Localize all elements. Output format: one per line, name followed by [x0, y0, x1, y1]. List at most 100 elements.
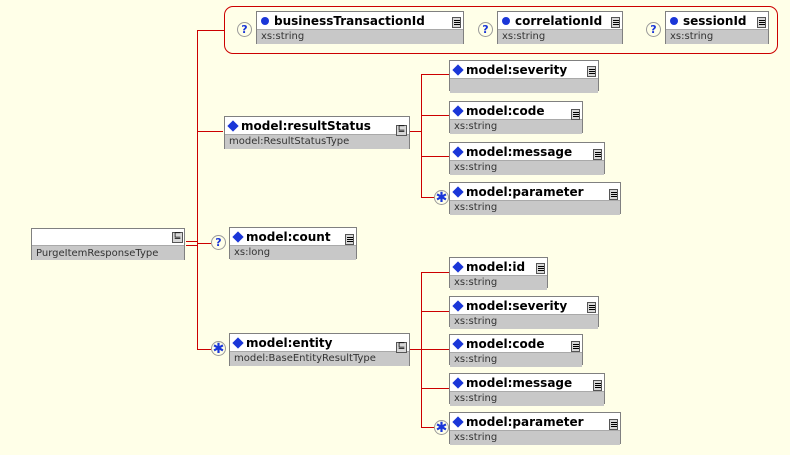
element-name: model:parameter	[466, 184, 584, 199]
attribute-group-box	[224, 6, 778, 54]
expand-icon[interactable]: ⊑	[172, 231, 183, 243]
attribute-name: correlationId	[515, 13, 603, 28]
doc-lines-icon[interactable]	[611, 17, 620, 28]
attribute-type: xs:string	[498, 29, 622, 44]
occurrence-repeat-marker: ✱	[434, 420, 449, 436]
element-diamond-icon	[452, 63, 464, 76]
element-diamond-icon	[452, 145, 464, 158]
element-diamond-icon	[227, 119, 239, 132]
connector-to-parameter-1	[421, 197, 435, 198]
element-diamond-icon	[232, 336, 244, 349]
connector-to-code-1	[421, 115, 449, 116]
element-diamond-icon	[452, 104, 464, 117]
doc-lines-icon[interactable]	[609, 189, 618, 200]
doc-lines-icon[interactable]	[757, 17, 766, 28]
element-type: model:ResultStatusType	[225, 134, 409, 149]
occurrence-optional-marker: ?	[646, 22, 661, 37]
element-node-count[interactable]: model:count xs:long	[229, 227, 357, 260]
connector-to-id-2	[421, 272, 449, 273]
attribute-node-correlation-id[interactable]: correlationId xs:string	[497, 11, 623, 44]
element-node-parameter-2[interactable]: model:parameter xs:string	[449, 412, 621, 445]
element-node-entity[interactable]: model:entity model:BaseEntityResultType …	[229, 333, 410, 366]
element-name: model:parameter	[466, 414, 584, 429]
element-type: xs:string	[450, 391, 604, 406]
element-diamond-icon	[452, 185, 464, 198]
occurrence-optional-marker: ?	[237, 22, 252, 37]
doc-lines-icon[interactable]	[609, 419, 618, 430]
element-node-parameter-1[interactable]: model:parameter xs:string	[449, 182, 621, 215]
attribute-node-business-transaction-id[interactable]: businessTransactionId xs:string	[256, 11, 464, 44]
doc-lines-icon[interactable]	[593, 380, 602, 391]
element-type: model:BaseEntityResultType	[230, 351, 409, 366]
connector-to-message-1	[421, 156, 449, 157]
element-name: model:message	[466, 144, 573, 159]
doc-lines-icon[interactable]	[593, 149, 602, 160]
element-node-message-1[interactable]: model:message xs:string	[449, 142, 605, 175]
attribute-circle-icon	[670, 16, 678, 25]
connector-to-entity	[197, 349, 211, 350]
element-name-row: model:id	[450, 258, 547, 275]
element-node-code-1[interactable]: model:code xs:string	[449, 101, 583, 134]
element-diamond-icon	[452, 260, 464, 273]
element-diamond-icon	[452, 415, 464, 428]
attribute-type: xs:string	[666, 29, 768, 44]
element-name: model:id	[466, 259, 526, 274]
connector-to-result-status	[197, 131, 223, 132]
connector-to-code-2	[421, 349, 449, 350]
attribute-type: xs:string	[257, 29, 463, 44]
attribute-name-row: correlationId	[498, 12, 622, 29]
connector-to-parameter-2	[421, 427, 435, 428]
element-diamond-icon	[452, 337, 464, 350]
element-name-row: model:parameter	[450, 183, 620, 200]
occurrence-repeat-marker: ✱	[434, 190, 449, 206]
element-type: xs:string	[450, 119, 582, 134]
element-name-row: model:count	[230, 228, 356, 245]
doc-lines-icon[interactable]	[571, 109, 580, 120]
element-name-row: model:parameter	[450, 413, 620, 430]
connector-entity-out	[409, 349, 422, 350]
doc-lines-icon[interactable]	[571, 341, 580, 352]
root-node-blank-row	[32, 229, 184, 245]
element-diamond-icon	[452, 376, 464, 389]
doc-lines-icon[interactable]	[587, 302, 596, 313]
element-name-row: model:code	[450, 102, 582, 119]
occurrence-optional-marker: ?	[211, 235, 226, 250]
element-name: model:entity	[246, 335, 333, 350]
expand-icon[interactable]: ⊑	[396, 341, 407, 353]
root-node-purge-item-response-type[interactable]: PurgeItemResponseType ⊑	[31, 228, 185, 260]
connector-result-status-out	[409, 131, 422, 132]
element-name: model:code	[466, 336, 545, 351]
element-node-id-2[interactable]: model:id xs:string	[449, 257, 548, 290]
element-name: model:severity	[466, 298, 568, 313]
element-type: xs:string	[450, 352, 582, 367]
element-node-result-status[interactable]: model:resultStatus model:ResultStatusTyp…	[224, 116, 410, 149]
occurrence-repeat-marker: ✱	[211, 341, 226, 357]
element-node-severity-2[interactable]: model:severity xs:string	[449, 296, 599, 329]
element-type: xs:string	[450, 160, 604, 175]
doc-lines-icon[interactable]	[345, 234, 354, 245]
doc-lines-icon[interactable]	[452, 17, 461, 28]
connector-result-status-vert	[421, 74, 422, 198]
element-type: xs:string	[450, 275, 547, 290]
element-name-row: model:code	[450, 335, 582, 352]
connector-trunk-upper	[197, 30, 198, 246]
element-node-code-2[interactable]: model:code xs:string	[449, 334, 583, 367]
root-node-type-label: PurgeItemResponseType	[32, 245, 184, 260]
element-name: model:count	[246, 229, 331, 244]
attribute-name: businessTransactionId	[274, 13, 425, 28]
element-name: model:resultStatus	[241, 118, 371, 133]
doc-lines-icon[interactable]	[587, 66, 596, 77]
attribute-node-session-id[interactable]: sessionId xs:string	[665, 11, 769, 44]
element-type: xs:string	[450, 200, 620, 215]
attribute-circle-icon	[502, 16, 510, 25]
element-name-row: model:severity	[450, 61, 598, 78]
connector-to-severity-1	[421, 74, 449, 75]
element-node-message-2[interactable]: model:message xs:string	[449, 373, 605, 406]
element-type	[450, 78, 598, 93]
element-type: xs:string	[450, 314, 598, 329]
element-name-row: model:message	[450, 374, 604, 391]
element-node-severity-1[interactable]: model:severity	[449, 60, 599, 93]
expand-icon[interactable]: ⊑	[396, 124, 407, 136]
attribute-circle-icon	[261, 16, 269, 25]
doc-lines-icon[interactable]	[536, 263, 545, 274]
